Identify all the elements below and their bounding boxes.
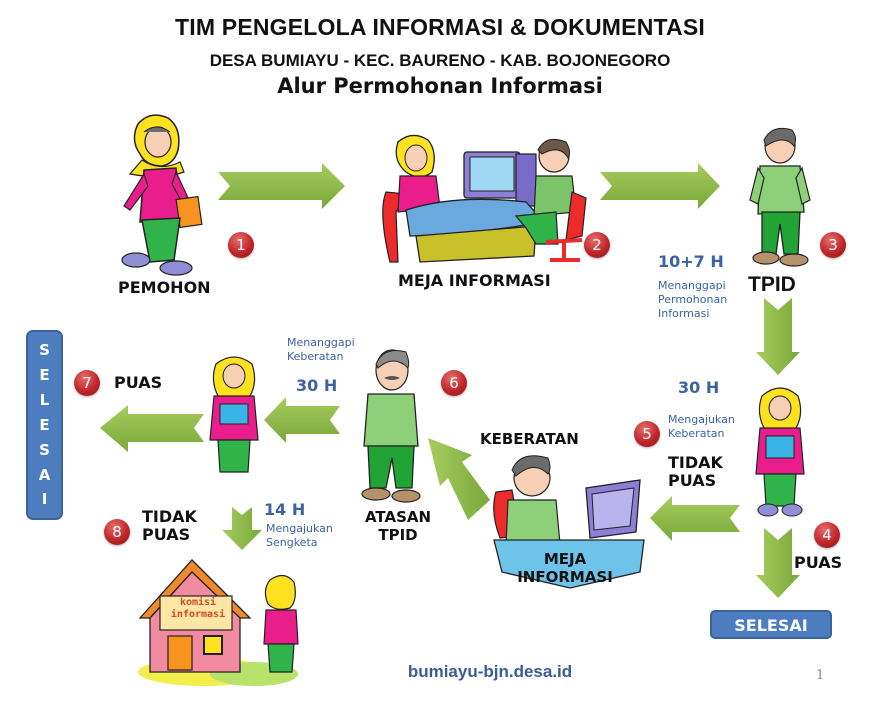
step-badge-5: 5 [634, 421, 660, 447]
step-badge-6: 6 [441, 370, 467, 396]
subtitle: DESA BUMIAYU - KEC. BAURENO - KAB. BOJON… [209, 51, 671, 70]
officer-man-icon [749, 127, 811, 267]
title: TIM PENGELOLA INFORMASI & DOKUMENTASI [175, 14, 705, 40]
page-number: 1 [816, 668, 825, 683]
arrow-down-8 [222, 507, 262, 550]
website-url[interactable]: bumiayu-bjn.desa.id [407, 662, 573, 681]
arrow-down-3 [756, 298, 800, 375]
letter: S [39, 440, 50, 459]
letter: S [39, 341, 50, 360]
arrow-diagonal-keberatan [428, 438, 490, 520]
note-line: Menanggapi [658, 279, 726, 292]
arrow-left-6 [264, 397, 340, 443]
step-label-tidak-puas-8: TIDAK PUAS [142, 508, 197, 544]
letter: L [39, 391, 50, 410]
note-menanggapi-keberatan: Menanggapi Keberatan [287, 336, 355, 364]
letter: E [39, 366, 50, 385]
applicant-woman-satisfied-icon [209, 356, 259, 473]
note-line: Informasi [658, 307, 710, 320]
komisi-sign: komisi informasi [162, 597, 234, 621]
information-desk-icon [382, 134, 587, 263]
step-label-meja-informasi: MEJA INFORMASI [398, 271, 551, 290]
note-line: Sengketa [266, 536, 318, 549]
meja-informasi-2-label: MEJA INFORMASI [510, 550, 620, 586]
sign-line: informasi [170, 609, 226, 620]
label-line: MEJA [543, 550, 587, 568]
label-line: PUAS [142, 525, 191, 544]
arrow-right-1 [218, 163, 345, 209]
label-line: ATASAN [364, 508, 432, 526]
step-badge-3: 3 [820, 232, 846, 258]
komisi-informasi-building-icon [138, 559, 299, 686]
step-label-puas-4: PUAS [794, 553, 843, 572]
diagram-heading: Alur Permohonan Informasi [277, 74, 603, 98]
note-line: Mengajukan [266, 522, 333, 535]
arrow-left-7 [100, 405, 204, 452]
note-line: Keberatan [287, 350, 344, 363]
note-line: Mengajukan [668, 413, 735, 426]
letter: A [38, 465, 51, 484]
duration-keberatan: 30 H [678, 378, 720, 397]
step-label-tpid: TPID [748, 273, 796, 296]
arrow-right-2 [600, 163, 720, 209]
information-desk-keberatan-icon [493, 455, 645, 589]
note-line: Permohonan [658, 293, 728, 306]
step-badge-1: 1 [228, 232, 254, 258]
label-line: PUAS [668, 471, 717, 490]
label-line: TIDAK [668, 453, 723, 472]
supervisor-man-icon [361, 349, 421, 503]
selesai-box-left: S E L E S A I [26, 330, 63, 520]
step-label-tidak-puas-5: TIDAK PUAS [668, 454, 723, 490]
duration-sengketa: 14 H [264, 500, 306, 519]
arrow-left-5 [650, 496, 740, 541]
arrow-down-4 [756, 528, 800, 598]
note-line: Keberatan [668, 427, 725, 440]
step-label-atasan-tpid: ATASAN TPID [362, 508, 434, 544]
keberatan-label: KEBERATAN [480, 430, 579, 448]
letter: E [39, 415, 50, 434]
duration-tpid: 10+7 H [658, 252, 724, 271]
applicant-woman-icon [121, 114, 203, 276]
step-badge-2: 2 [584, 232, 610, 258]
label-line: INFORMASI [517, 568, 613, 586]
selesai-box-bottom: SELESAI [710, 610, 832, 639]
duration-menanggapi-keberatan: 30 H [296, 376, 338, 395]
note-line: Menanggapi [287, 336, 355, 349]
note-keberatan: Mengajukan Keberatan [668, 413, 735, 441]
note-tpid: Menanggapi Permohonan Informasi [658, 279, 727, 321]
step-label-pemohon: PEMOHON [118, 278, 211, 297]
label-line: TIDAK [142, 507, 197, 526]
label-line: TPID [378, 526, 418, 544]
step-badge-4: 4 [814, 522, 840, 548]
step-badge-8: 8 [104, 519, 130, 545]
step-badge-7: 7 [74, 370, 100, 396]
note-sengketa: Mengajukan Sengketa [266, 522, 333, 550]
letter: I [41, 490, 48, 509]
sign-line: komisi [179, 597, 217, 608]
step-label-puas-7: PUAS [114, 373, 163, 392]
applicant-woman-holding-icon [755, 387, 805, 517]
